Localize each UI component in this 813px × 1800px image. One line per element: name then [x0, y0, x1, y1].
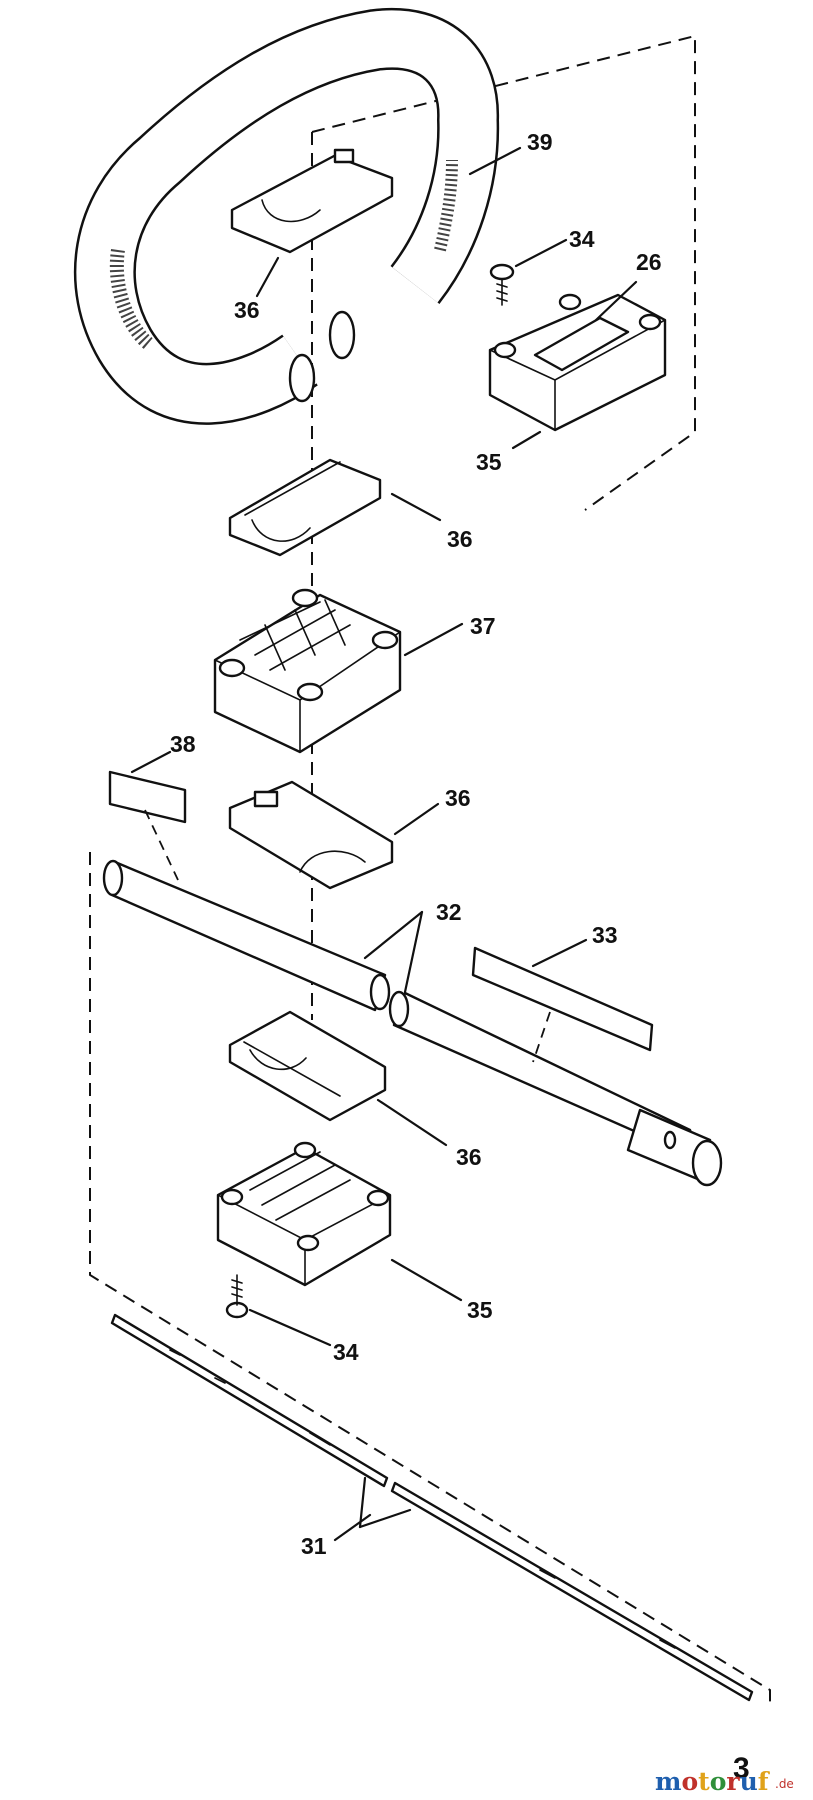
label-strip-part-33	[471, 946, 654, 1063]
screw-part-34-top	[489, 263, 515, 306]
clamp-half-part-36-b	[228, 458, 382, 557]
callout-34-top: 34	[569, 226, 595, 252]
shaft-group-outline	[89, 852, 771, 1705]
callout-37: 37	[470, 613, 496, 639]
clamp-half-upper-part-36	[230, 148, 394, 254]
callout-33: 33	[592, 922, 618, 948]
callout-35-top: 35	[476, 449, 502, 475]
screw-part-34-bottom	[225, 1274, 249, 1319]
watermark-letter: o	[710, 1767, 727, 1796]
callout-32: 32	[436, 899, 462, 925]
clamp-block-part-35-top	[488, 293, 667, 432]
loop-handle-part-39	[73, 7, 500, 425]
leader-lines	[130, 146, 638, 1542]
watermark-text: motoruf	[655, 1767, 771, 1796]
clamp-body-part-37	[213, 588, 402, 754]
label-strip-part-38	[108, 770, 187, 881]
clamp-half-part-36-d	[228, 1010, 387, 1122]
callouts: 39 34 26 36 35 36 37 38 36 32 33 36 35 3…	[170, 129, 662, 1559]
watermark-letter: t	[698, 1767, 710, 1796]
watermark-letter: u	[740, 1767, 758, 1796]
clamp-block-part-35-bottom	[216, 1141, 392, 1287]
watermark-letter: r	[726, 1767, 740, 1796]
page-number: 3	[733, 1752, 750, 1785]
watermark-letter: f	[758, 1767, 771, 1796]
watermark-logo: motoruf .de	[655, 1767, 794, 1796]
watermark-letter: m	[655, 1767, 681, 1796]
lower-shaft-part-32	[388, 990, 723, 1187]
upper-shaft-part-32	[102, 859, 391, 1012]
callout-36-upper: 36	[234, 297, 260, 323]
callout-36-b: 36	[447, 526, 473, 552]
watermark-letter: o	[681, 1767, 698, 1796]
drive-shaft-part-31	[110, 1313, 754, 1702]
callout-38: 38	[170, 731, 196, 757]
callout-34-bottom: 34	[333, 1339, 359, 1365]
clamp-half-part-36-c	[228, 780, 394, 890]
callout-31: 31	[301, 1533, 327, 1559]
callout-36-d: 36	[456, 1144, 482, 1170]
label-plate-part-26	[533, 316, 630, 372]
callout-39: 39	[527, 129, 553, 155]
callout-26: 26	[636, 249, 662, 275]
callout-35-bottom: 35	[467, 1297, 493, 1323]
callout-36-c: 36	[445, 785, 471, 811]
watermark-suffix: .de	[775, 1777, 794, 1791]
